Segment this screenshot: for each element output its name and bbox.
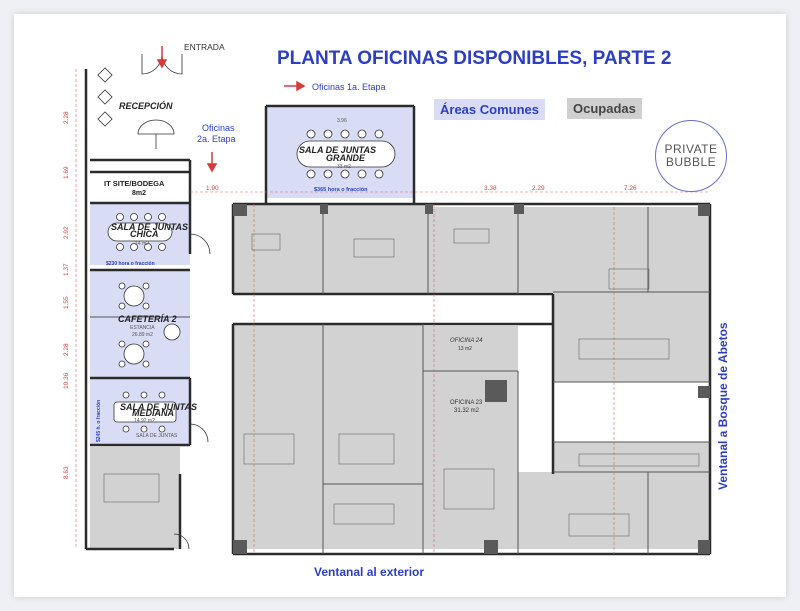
label-it-site-area: 8m2 [132,190,146,197]
legend-areas-comunes: Áreas Comunes [434,99,545,120]
dimension-lines [75,69,710,554]
office-desks [103,228,700,537]
arrows [156,46,306,173]
label-oficina-24: OFICINA 24 [450,338,483,344]
area-oficina-26 [553,382,710,442]
label-sala-chica-l2: CHICA [130,229,159,239]
label-sala-chica-area: 14 m2 [135,241,149,247]
label-ventanal-abetos: Ventanal a Bosque de Abetos [716,322,730,490]
label-cafeteria-sub: ESTANCIA [130,325,155,331]
columns [233,204,710,554]
dim-left-2: 1.69 [63,166,70,179]
dim-left-5: 1.55 [63,296,70,309]
dim-left-7: 10.36 [63,372,70,389]
occupied-areas [90,204,710,549]
floor-plan-page: 2.28 1.69 2.92 1.37 1.55 2.28 10.36 8.63… [14,14,786,597]
label-sala-mediana-l1: SALA DE JUNTAS [120,402,197,412]
dim-top-3: 2.29 [532,185,545,192]
dim-left-4: 1.37 [63,263,70,276]
label-sala-grande-dim: 3.96 [337,118,347,124]
dim-left-8: 8.63 [63,466,70,479]
floor-plan: 2.28 1.69 2.92 1.37 1.55 2.28 10.36 8.63… [63,42,730,579]
table-sala-grande [296,129,396,179]
label-sala-mediana-l2: MEDIANA [132,408,174,418]
table-sala-chica [107,213,173,251]
page-title: PLANTA OFICINAS DISPONIBLES, PARTE 2 [277,48,671,69]
label-oficina-23: OFICINA 23 [450,400,483,406]
dimension-labels: 2.28 1.69 2.92 1.37 1.55 2.28 10.36 8.63… [63,111,637,479]
brand-logo: PRIVATE BUBBLE [655,120,727,192]
label-oficinas-2a-line1: Oficinas [202,123,235,133]
reception-desk [97,67,175,149]
label-sala-grande-price: $365 hora o fracción [314,187,368,193]
label-recepcion: RECEPCIÓN [119,100,173,111]
label-entrada: ENTRADA [184,42,225,52]
label-it-site: IT SITE/BODEGA [104,179,165,188]
label-sala-mediana-sub: SALA DE JUNTAS [136,433,178,439]
dim-left-1: 2.28 [63,111,70,124]
brand-line2: BUBBLE [665,155,717,169]
interior-walls [90,204,710,554]
dim-top-1: 1.90 [206,185,219,192]
label-sala-chica-price: $230 hora o fracción [106,261,155,267]
label-sala-grande-l2: GRANDE [326,153,366,163]
label-sala-mediana-area: 14.92 m2 [134,418,155,424]
label-sala-grande-area: 33 m2 [337,164,351,170]
label-cafeteria-area: 26.89 m2 [132,332,153,338]
label-oficina-23-area: 31.32 m2 [454,408,480,414]
walls [84,69,712,556]
legend-ocupadas: Ocupadas [567,98,642,119]
label-sala-mediana-price: $245 h. o fracción [96,400,102,442]
label-sala-grande-l1: SALA DE JUNTAS [299,145,376,155]
label-oficinas-2a-line2: 2a. Etapa [197,134,236,144]
dim-left-3: 2.92 [63,226,70,239]
label-sala-chica-l1: SALA DE JUNTAS [111,222,188,232]
table-sala-mediana [113,391,177,433]
tables-cafeteria [118,282,181,368]
label-oficinas-1a: Oficinas 1a. Etapa [312,82,386,92]
dim-top-2: 3.38 [484,185,497,192]
label-cafeteria: CAFETERÍA 2 [118,314,177,324]
dim-top-4: 7.26 [624,185,637,192]
dim-left-6: 2.28 [63,343,70,356]
label-oficina-24-area: 13 m2 [458,346,472,352]
label-ventanal-exterior: Ventanal al exterior [314,565,424,579]
brand-line1: PRIVATE [664,142,718,156]
